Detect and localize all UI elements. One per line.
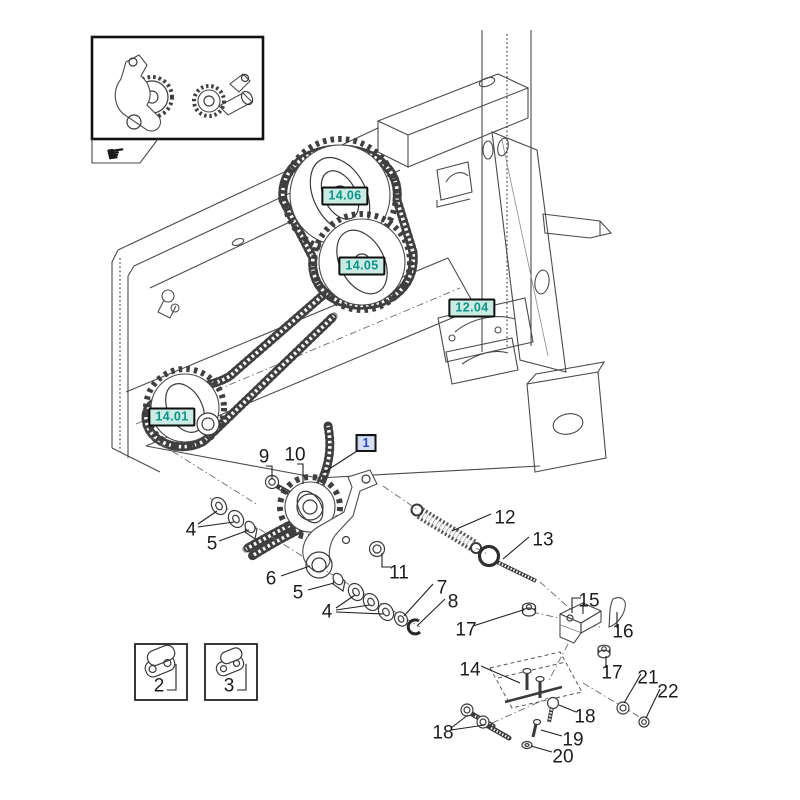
spacer-part-5-left [244,520,258,541]
washer-part-7 [393,611,409,627]
support-plate-part-14 [489,651,583,709]
selected-callout-1[interactable]: 1 [355,434,377,452]
washer-triple-part-4 [347,582,395,622]
callout-number-19: 19 [562,729,584,751]
callout-number-17: 17 [601,662,623,684]
callout-number-8: 8 [447,591,459,613]
callout-number-20: 20 [552,746,574,768]
bolt-part-18-right [546,696,560,723]
callout-number-7: 7 [436,577,448,599]
callout-number-22: 22 [657,681,679,703]
link-item-2-box[interactable] [134,643,188,701]
callout-number-14: 14 [459,659,481,681]
callout-number-18: 18 [432,722,454,744]
washer-part-21 [616,701,630,715]
callout-number-21: 21 [637,667,659,689]
tensioner-arm-part-6 [302,469,378,579]
callout-number-6: 6 [265,568,277,590]
leader-lines [197,450,661,753]
spacer-part-5-bottom [332,572,346,593]
callout-number-18: 18 [574,706,596,728]
callout-number-5: 5 [206,533,218,555]
link-item-3-box[interactable] [204,643,258,701]
callout-number-15: 15 [578,590,600,612]
chain-link-art [144,644,176,678]
washer-part-20 [521,740,533,750]
half-link-art [215,647,245,677]
callout-number-16: 16 [612,621,634,643]
ref-label-12.04[interactable]: 12.04 [448,298,496,318]
nut-part-17-right [597,644,611,659]
inset-sprocket-shaft [192,73,254,118]
spring-part-12 [410,503,482,554]
inset-arm-sprocket [114,54,174,132]
pointing-hand-icon: ☛ [104,139,128,168]
washer-part-22 [638,716,650,728]
eye-bolt-part-13 [477,544,537,583]
item-number-2: 2 [153,675,165,697]
ref-label-14.05[interactable]: 14.05 [338,256,386,276]
sprocket-part-10 [277,474,343,540]
ref-label-14.06[interactable]: 14.06 [321,186,369,206]
item-number-3: 3 [223,675,235,697]
washer-pair-part-4 [210,496,245,529]
callout-number-9: 9 [258,446,270,468]
callout-number-12: 12 [494,507,516,529]
bracket-part-15 [559,602,602,644]
circlip-part-8 [406,618,422,636]
callout-number-13: 13 [532,529,554,551]
callout-number-4: 4 [185,519,197,541]
callout-number-11: 11 [389,562,409,584]
callout-number-5: 5 [292,582,304,604]
bolt-pair-part-18 [460,703,512,741]
nut-part-17-upper [521,602,537,617]
nut-part-11 [368,540,386,558]
callout-number-17: 17 [455,619,477,641]
pin-part-19 [531,718,542,738]
callout-number-10: 10 [284,444,306,466]
callout-number-4: 4 [321,601,333,623]
ref-label-14.01[interactable]: 14.01 [148,407,196,427]
inset-detail-box[interactable] [90,35,265,164]
